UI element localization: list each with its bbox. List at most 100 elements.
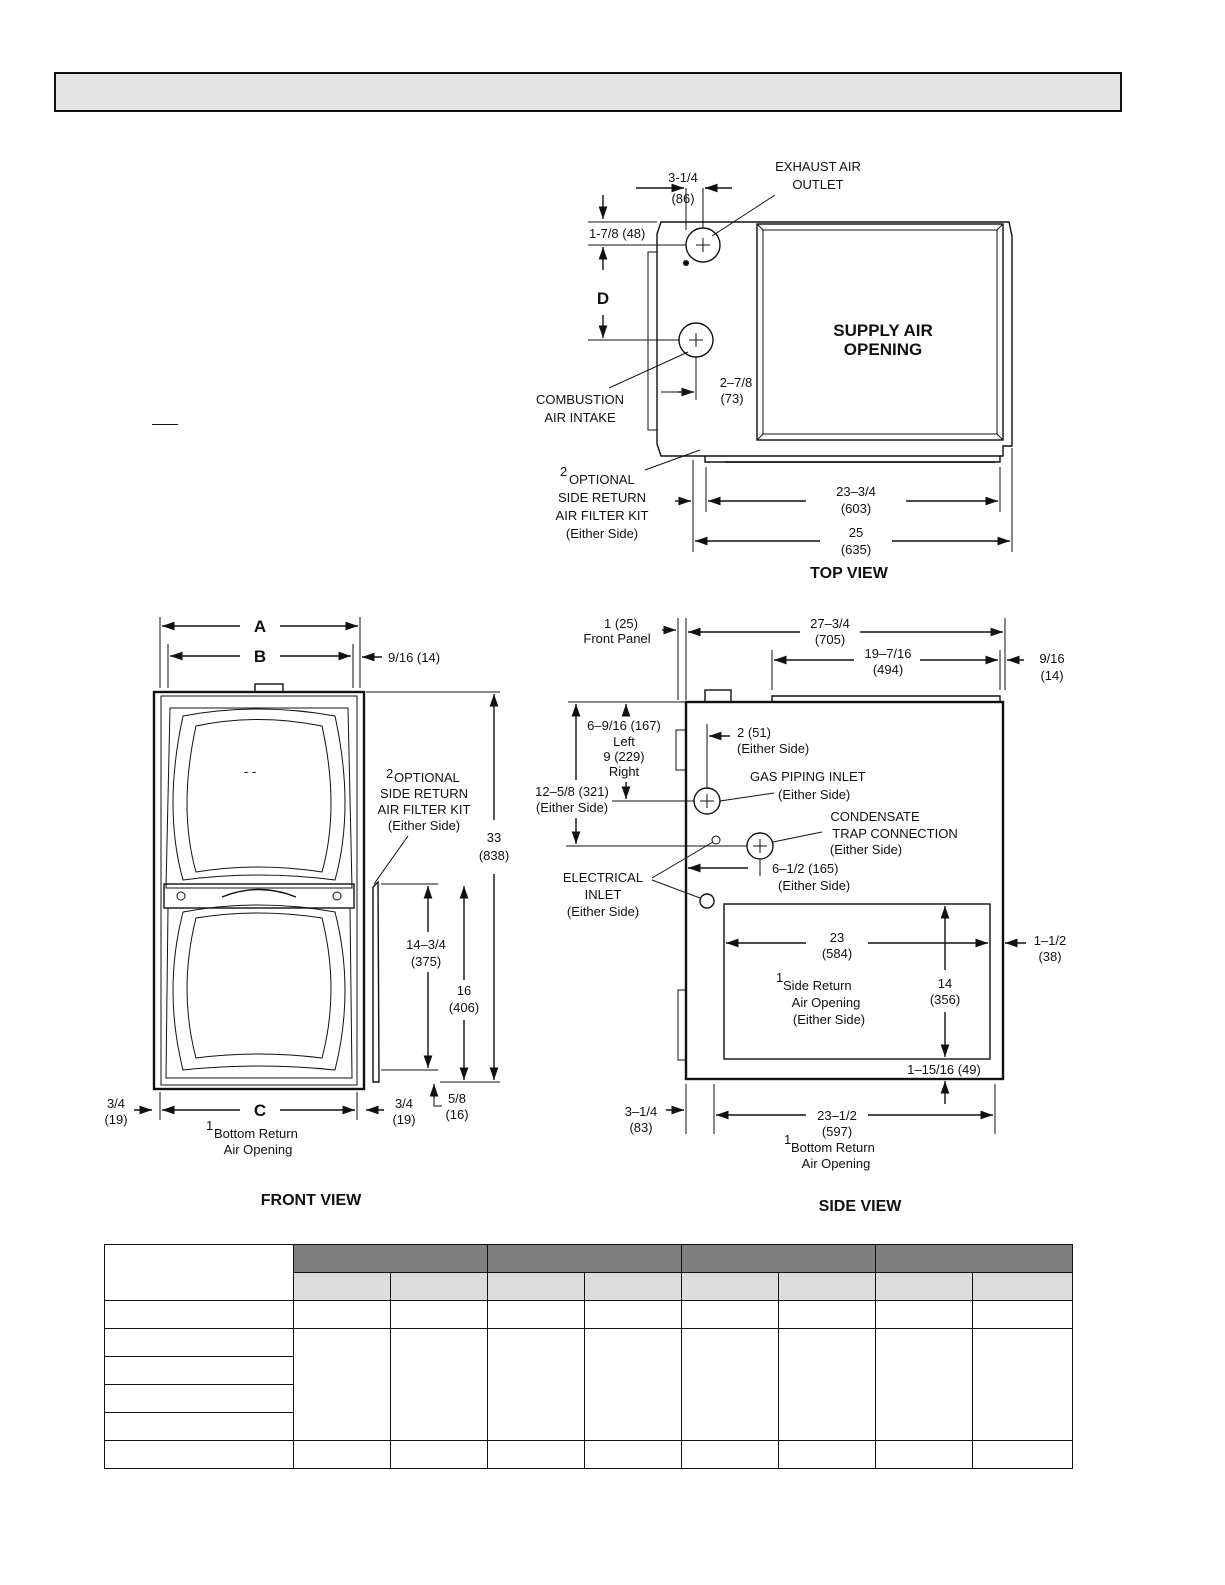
svg-text:9 (229): 9 (229) (603, 749, 644, 764)
front-filter-label: OPTIONAL (394, 770, 460, 785)
table-sub-header (390, 1272, 488, 1301)
svg-text:Air Opening: Air Opening (802, 1156, 871, 1171)
svg-text:(356): (356) (930, 992, 960, 1007)
svg-text:(635): (635) (841, 542, 871, 557)
svg-text:SIDE RETURN: SIDE RETURN (558, 490, 646, 505)
dim-a-label: A (254, 617, 266, 636)
svg-text:(597): (597) (822, 1124, 852, 1139)
dimensions-table (104, 1244, 1073, 1469)
front-view-title: FRONT VIEW (261, 1192, 362, 1209)
svg-text:TRAP CONNECTION: TRAP CONNECTION (832, 826, 957, 841)
svg-text:(Either Side): (Either Side) (737, 741, 809, 756)
table-sub-header (293, 1272, 391, 1301)
exhaust-label: EXHAUST AIR (775, 159, 861, 174)
svg-text:(584): (584) (822, 946, 852, 961)
side-view: 1 (25) Front Panel 27–3/4 (705) 19–7/16 … (535, 616, 1066, 1215)
dim-front-height: 33 (487, 830, 501, 845)
top-view-cabinet (656, 221, 1013, 457)
dim-depth: 27–3/4 (810, 616, 850, 631)
svg-text:(Either Side): (Either Side) (778, 878, 850, 893)
combustion-intake-label: COMBUSTION (536, 392, 624, 407)
dim-6-1-2: 6–1/2 (165) (772, 861, 839, 876)
dim-side-gap: 9/16 (14) (388, 650, 440, 665)
section-header-bar (54, 72, 1122, 112)
svg-text:(73): (73) (720, 391, 743, 406)
dim-16: 16 (457, 983, 471, 998)
table-row-label-header (104, 1244, 294, 1301)
table-row (104, 1328, 1073, 1441)
svg-text:(Either Side): (Either Side) (388, 818, 460, 833)
dim-1-15-16: 1–15/16 (49) (907, 1062, 981, 1077)
svg-text:(14): (14) (1040, 668, 1063, 683)
svg-text:(Either Side): (Either Side) (830, 842, 902, 857)
dim-left-3-4: 3/4 (107, 1096, 125, 1111)
dim-19-7-16: 19–7/16 (865, 646, 912, 661)
gas-piping-label: GAS PIPING INLET (750, 769, 866, 784)
table-row (104, 1300, 1073, 1329)
dim-14-3-4: 14–3/4 (406, 937, 446, 952)
svg-text:(83): (83) (629, 1120, 652, 1135)
svg-text:AIR FILTER KIT: AIR FILTER KIT (556, 508, 649, 523)
side-bottom-return-label: Bottom Return (791, 1140, 875, 1155)
dim-exhaust-offset: 3-1/4 (668, 170, 698, 185)
front-view-cabinet (152, 690, 366, 1091)
svg-text:(Either Side): (Either Side) (778, 787, 850, 802)
vent-collar (704, 689, 732, 703)
table-group-header (681, 1244, 876, 1273)
svg-text:- -: - - (244, 764, 256, 779)
svg-text:INLET: INLET (585, 887, 622, 902)
dim-23-584: 23 (830, 930, 844, 945)
table-sub-header (778, 1272, 876, 1301)
svg-text:(705): (705) (815, 632, 845, 647)
dim-exhaust-depth: 1-7/8 (48) (589, 226, 645, 241)
svg-text:(603): (603) (841, 501, 871, 516)
dim-3-1-4: 3–1/4 (625, 1104, 658, 1119)
svg-text:(16): (16) (445, 1107, 468, 1122)
dim-d-label: D (597, 289, 609, 308)
svg-text:(38): (38) (1038, 949, 1061, 964)
dim-c-label: C (254, 1101, 266, 1120)
svg-text:(86): (86) (671, 191, 694, 206)
table-sub-header (487, 1272, 585, 1301)
table-sub-header (584, 1272, 682, 1301)
table-sub-header (681, 1272, 779, 1301)
dim-outer-width: 25 (849, 525, 863, 540)
table-group-header (487, 1244, 682, 1273)
table-sub-header (875, 1272, 973, 1301)
front-view: - - A B 9/16 (14) 33 (838) 16 (406) 14 (104, 617, 509, 1209)
dim-right-3-4: 3/4 (395, 1096, 413, 1111)
dim-6-9-16: 6–9/16 (167) (587, 718, 661, 733)
dim-front-panel: 1 (25) (604, 616, 638, 631)
top-view-side-flange (647, 251, 658, 431)
short-rule (152, 424, 178, 425)
supply-air-label: SUPPLY AIR (833, 321, 933, 340)
top-view: 3-1/4 (86) 1-7/8 (48) D 2–7/8 (73) 23–3/… (536, 159, 1013, 582)
svg-text:(494): (494) (873, 662, 903, 677)
dim-12-5-8: 12–5/8 (321) (535, 784, 609, 799)
front-filter-note: 2 (386, 766, 393, 781)
svg-text:(19): (19) (104, 1112, 127, 1127)
filter-kit-label: OPTIONAL (569, 472, 635, 487)
svg-text:(Either Side): (Either Side) (793, 1012, 865, 1027)
svg-text:(19): (19) (392, 1112, 415, 1127)
svg-text:Left: Left (613, 734, 635, 749)
filter-kit-base (704, 456, 1001, 463)
dim-14-356: 14 (938, 976, 952, 991)
svg-text:Air Opening: Air Opening (792, 995, 861, 1010)
side-return-label: Side Return (783, 978, 852, 993)
side-view-title: SIDE VIEW (819, 1198, 903, 1215)
svg-text:(Either Side): (Either Side) (536, 800, 608, 815)
front-bottom-return-label: Bottom Return (214, 1126, 298, 1141)
table-sub-header (972, 1272, 1073, 1301)
table-group-header (875, 1244, 1073, 1273)
dim-intake-offset: 2–7/8 (720, 375, 753, 390)
svg-text:(406): (406) (449, 1000, 479, 1015)
svg-text:AIR INTAKE: AIR INTAKE (544, 410, 616, 425)
side-return-opening (723, 903, 991, 1060)
electrical-inlet-icon (699, 893, 715, 909)
svg-text:(Either Side): (Either Side) (566, 526, 638, 541)
dim-1-1-2: 1–1/2 (1034, 933, 1067, 948)
dim-9-16-side: 9/16 (1039, 651, 1064, 666)
electrical-label: ELECTRICAL (563, 870, 643, 885)
svg-text:(375): (375) (411, 954, 441, 969)
